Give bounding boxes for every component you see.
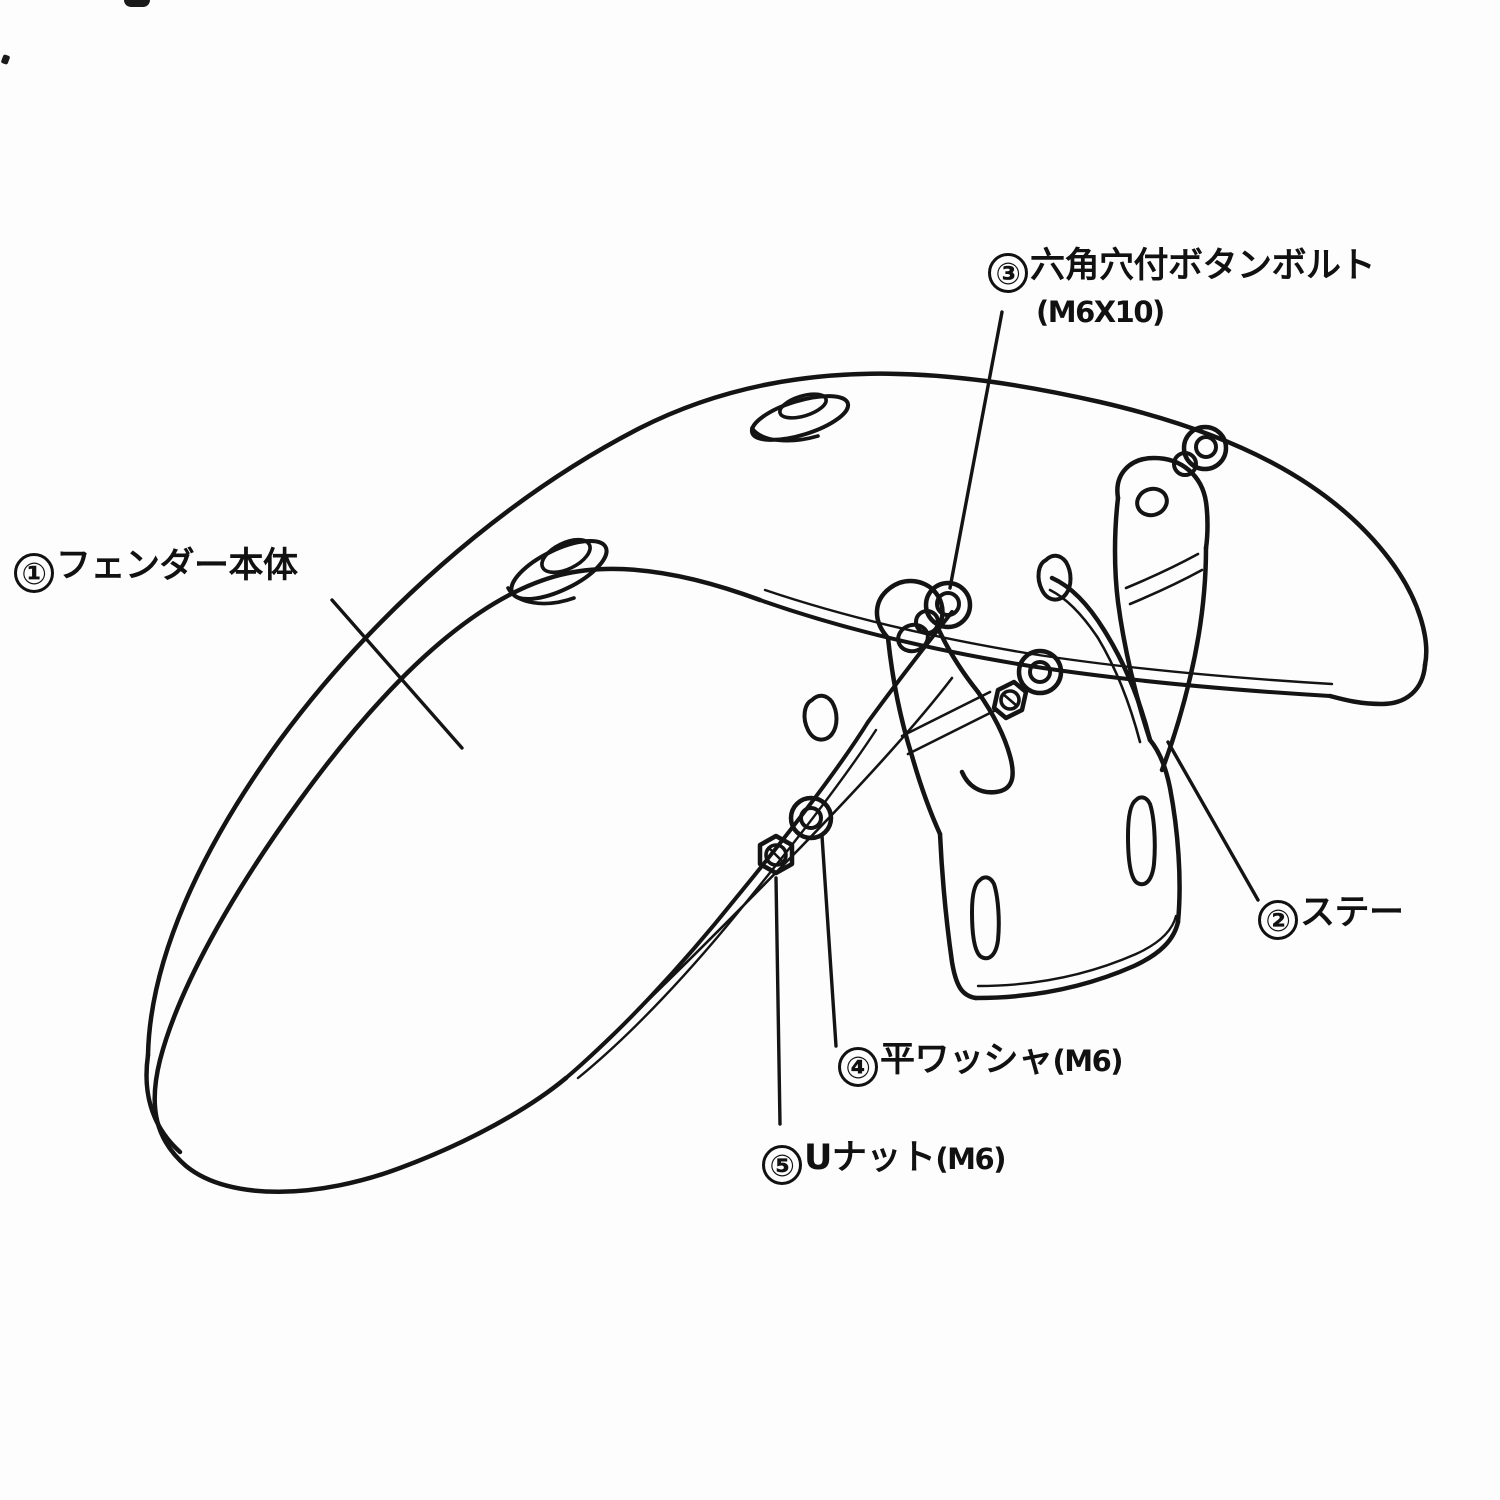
stay-left-arm-outer [885,635,943,837]
stay-u-cutout-outer [959,689,1015,795]
fender-top-edge [145,371,1429,1058]
fender-boss-left [506,537,609,606]
stay-slot-left [970,875,1001,961]
stay-right-arm-outer [1112,495,1153,743]
label-stay-number: ② [1258,900,1298,940]
label-stay-text: ステー [1300,893,1404,933]
stay-ridge-a [900,690,992,738]
stay-u-cutout-right-thin [1048,588,1142,744]
stay-left-arm-hole [896,622,930,654]
fender-boss-right [749,392,851,443]
fender-right-tip [1327,662,1428,707]
stay-u-cutout-right [1049,575,1153,743]
fender-bottom-outline [152,566,763,1194]
unut-installed [991,679,1029,721]
label-washer-text: 平ワッシャ [880,1040,1053,1080]
stay-right-arm-hole [1135,486,1169,518]
label-unut-number: ⑤ [762,1145,802,1185]
stay-bend-line-a [1124,552,1200,590]
label-unut-spec: (M6) [935,1142,1006,1176]
leader-line-unut [774,876,782,1126]
stay-right-arm-inner [1159,545,1209,773]
fender-left-nose [144,1052,183,1155]
stay-right-arm-top [1115,455,1210,551]
leader-line-stay [1166,740,1260,902]
label-bolt-number: ③ [988,253,1028,293]
leader-line-bolt [948,310,1004,590]
label-washer-number: ④ [838,1047,878,1087]
fender-slot-left [802,693,839,742]
unut-exploded [757,833,795,876]
label-unut-text: Uナット [804,1138,936,1178]
label-washer-spec: (M6) [1052,1044,1124,1078]
stay-plate-bottom-thin [976,914,1178,988]
stay-slot-right [1126,795,1157,887]
label-fender-text: フェンダー本体 [56,546,298,586]
stay-plate-right-edge [1147,737,1182,925]
washer-installed [1016,648,1064,696]
fender-rim-lower [564,720,870,1080]
washer-exploded [788,795,834,841]
bolt-installed-left [914,580,973,635]
stay-bend-line-b [1128,568,1204,606]
leader-line-fender [330,598,464,750]
stay-ridge-b [906,708,998,756]
fender-rim-upper [866,610,954,724]
stay-left-arm-inner [935,625,981,695]
label-fender-number: ① [14,553,54,593]
label-bolt-text: 六角穴付ボタンボルト [1030,246,1376,286]
label-bolt-spec: (M6X10) [1036,295,1165,329]
stay-plate-bottom-edge [973,919,1181,1001]
scan-artifact-top [124,0,150,7]
bolt-exploded-right [1172,424,1229,477]
leader-line-washer [820,834,838,1048]
fender-belly-contour [564,676,954,1080]
fender-slot-mid [1036,553,1073,602]
stay-plate-left-edge [937,831,979,1001]
